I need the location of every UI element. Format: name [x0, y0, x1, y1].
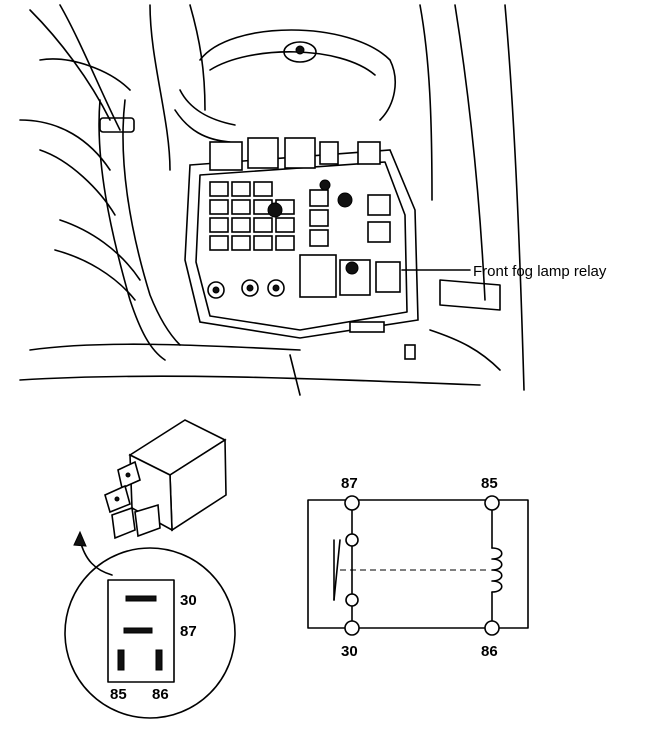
switch-contact-arm	[333, 539, 341, 601]
schematic-label-86: 86	[481, 643, 498, 660]
pinout-label-86: 86	[152, 686, 169, 703]
schematic-label-30: 30	[341, 643, 358, 660]
relay-component-illustration	[73, 419, 227, 576]
relay-coil	[491, 547, 503, 593]
fuse-grid	[209, 179, 391, 251]
front-fog-lamp-relay-label: Front fog lamp relay	[473, 263, 607, 280]
pin-30-blade	[125, 595, 157, 602]
front-fog-lamp-relay-module	[375, 261, 401, 293]
pin-86-blade	[155, 649, 163, 671]
pinout-label-85: 85	[110, 686, 127, 703]
pinout-label-87: 87	[180, 623, 197, 640]
pinout-label-30: 30	[180, 592, 197, 609]
pin-87-blade	[123, 627, 153, 634]
terminal-86	[484, 620, 500, 636]
terminal-85	[484, 495, 500, 511]
terminal-30	[344, 620, 360, 636]
engine-bay-illustration: Front fog lamp relay	[19, 4, 607, 396]
schematic-label-87: 87	[341, 475, 358, 492]
schematic-label-85: 85	[481, 475, 498, 492]
relay-schematic: 87 85 30 86	[307, 475, 529, 660]
relay-box	[184, 137, 419, 360]
pin-85-blade	[117, 649, 125, 671]
terminal-87	[344, 495, 360, 511]
relay-pinout-view: 30 87 85 86	[64, 547, 236, 719]
